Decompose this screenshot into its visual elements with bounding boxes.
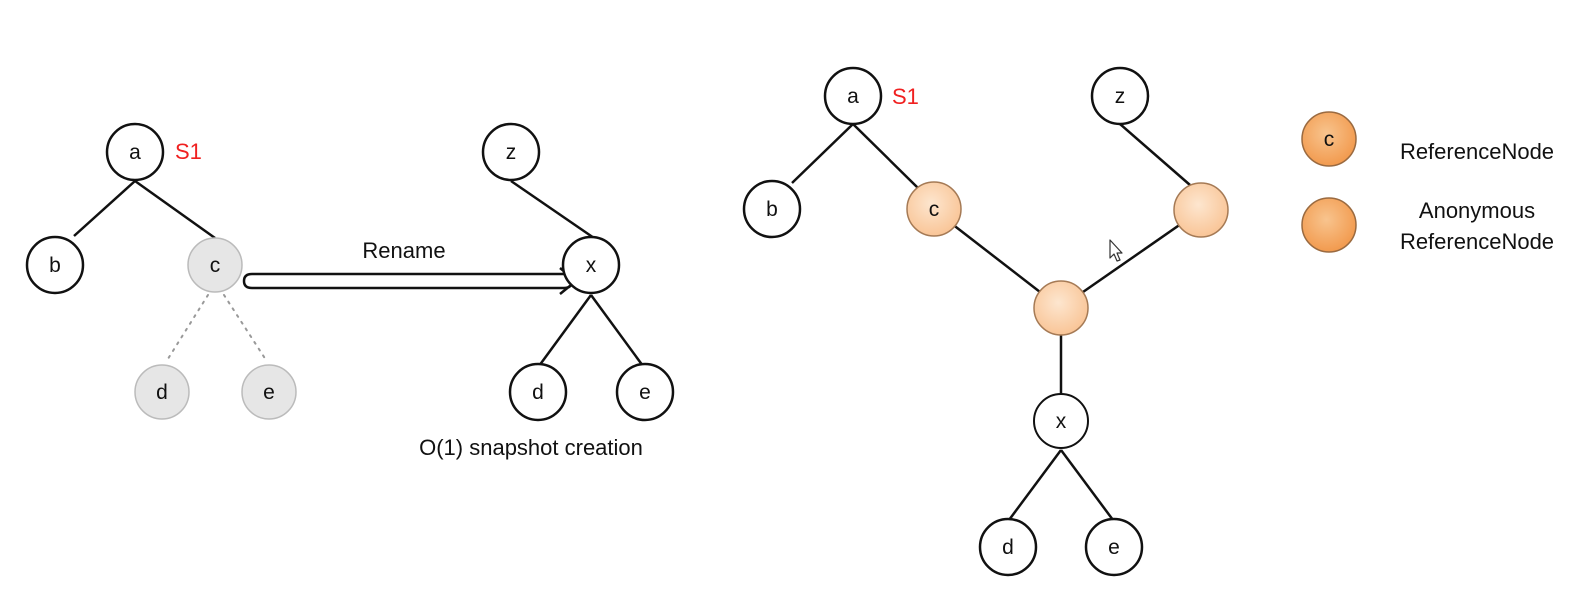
node-b-right-label: b	[766, 198, 778, 221]
right-tree-diagram: a S1 b c z x d e	[742, 66, 1229, 577]
node-d-deleted: d	[134, 364, 190, 420]
edge-a-c	[134, 179, 216, 240]
edge-a-b-right	[791, 123, 854, 184]
node-c-reference-label: c	[929, 198, 940, 221]
node-z: z	[481, 122, 541, 182]
legend: c ReferenceNode Anonymous ReferenceNode	[1301, 111, 1554, 254]
edge-c-e-deleted	[223, 294, 267, 361]
node-c-deleted-label: c	[210, 254, 221, 277]
left-tree-diagram: Rename a S1 b c d e z x	[25, 122, 675, 460]
node-c-reference: c	[906, 181, 962, 237]
edge-a-c-right	[852, 123, 919, 189]
snapshot-s1-label: S1	[175, 139, 202, 164]
edge-z-anon-right	[1119, 123, 1191, 186]
node-e-deleted-label: e	[263, 381, 275, 404]
node-x: x	[561, 235, 621, 295]
legend-reference-node-swatch	[1301, 111, 1357, 167]
node-a-right: a	[823, 66, 883, 126]
node-z-right-label: z	[1115, 85, 1126, 108]
node-a-right-label: a	[847, 85, 859, 108]
node-a: a	[105, 122, 165, 182]
node-x-right-label: x	[1056, 410, 1067, 433]
node-d-right-label: d	[1002, 536, 1014, 559]
node-b-label: b	[49, 254, 61, 277]
edge-z-x	[510, 179, 595, 240]
node-d-deleted-label: d	[156, 381, 168, 404]
node-e-label: e	[639, 381, 651, 404]
snapshot-s1-label-right: S1	[892, 84, 919, 109]
node-x-label: x	[586, 254, 597, 277]
node-z-right: z	[1090, 66, 1150, 126]
edge-x-d	[537, 294, 593, 367]
node-e-right-label: e	[1108, 536, 1120, 559]
node-b: b	[25, 235, 85, 295]
edge-a-b	[73, 180, 136, 237]
legend-anonymous-reference-node-swatch	[1301, 197, 1357, 253]
legend-anonymous-reference-node-label-line2: ReferenceNode	[1400, 229, 1554, 254]
legend-item-anonymous-reference-node: Anonymous ReferenceNode	[1301, 197, 1554, 254]
legend-reference-node-label: ReferenceNode	[1400, 139, 1554, 164]
edge-c-d-deleted	[165, 294, 209, 363]
node-anonymous-reference-right	[1173, 182, 1229, 238]
edge-x-e-right	[1059, 449, 1115, 521]
node-z-label: z	[506, 141, 517, 164]
edge-x-e	[589, 294, 645, 367]
node-x-right: x	[1033, 393, 1089, 449]
edge-x-d-right	[1007, 449, 1063, 521]
node-anonymous-reference-center	[1033, 280, 1089, 336]
node-e-right: e	[1084, 517, 1144, 577]
mouse-cursor-icon	[1109, 239, 1123, 262]
legend-reference-node-symbol: c	[1324, 128, 1335, 151]
node-b-right: b	[742, 179, 802, 239]
legend-anonymous-reference-node-label-line1: Anonymous	[1419, 198, 1535, 223]
snapshot-caption: O(1) snapshot creation	[419, 435, 643, 460]
node-e-deleted: e	[241, 364, 297, 420]
rename-arrow-label: Rename	[362, 238, 445, 263]
node-a-label: a	[129, 141, 141, 164]
node-d: d	[508, 362, 568, 422]
node-e: e	[615, 362, 675, 422]
node-c-deleted: c	[187, 237, 243, 293]
node-d-label: d	[532, 381, 544, 404]
node-d-right: d	[978, 517, 1038, 577]
legend-item-reference-node: c ReferenceNode	[1301, 111, 1554, 167]
rename-arrow	[242, 267, 578, 295]
